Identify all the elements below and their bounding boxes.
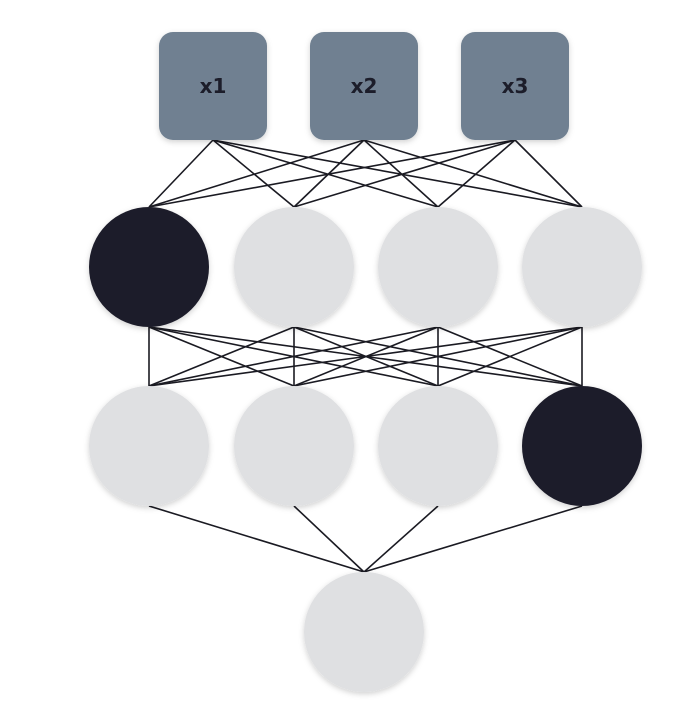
edge-hidden1-to-hidden2: [148, 326, 295, 387]
edge-input-to-hidden1: [363, 139, 583, 208]
edge-input-to-hidden1: [212, 139, 295, 208]
input-label: x1: [200, 74, 227, 98]
edge-hidden2-to-output: [363, 505, 439, 573]
edge-hidden1-to-hidden2: [437, 326, 583, 387]
edge-input-to-hidden1: [148, 139, 516, 208]
input-node-1: x1: [159, 32, 267, 140]
edge-hidden2-to-output: [293, 505, 365, 573]
edge-hidden1-to-hidden2: [148, 326, 583, 387]
input-layer: x1 x2 x3: [159, 32, 569, 140]
edge-input-to-hidden1: [293, 139, 516, 208]
hidden-layer-2-node-4: [522, 386, 642, 506]
input-label: x3: [502, 74, 529, 98]
hidden-layer-2-node-2: [234, 386, 354, 506]
edge-input-to-hidden1: [363, 139, 439, 208]
edge-hidden2-to-output: [363, 505, 583, 573]
edge-hidden1-to-hidden2: [293, 326, 583, 387]
connection-edges: [148, 139, 583, 573]
input-box: [461, 32, 569, 140]
hidden-layer-2-node-3: [378, 386, 498, 506]
hidden-layer-1-node-3: [378, 207, 498, 327]
edge-input-to-hidden1: [212, 139, 583, 208]
hidden-layer-1-node-2: [234, 207, 354, 327]
input-box: [159, 32, 267, 140]
network-nodes: [89, 207, 642, 692]
edge-input-to-hidden1: [148, 139, 214, 208]
edge-hidden1-to-hidden2: [148, 326, 439, 387]
edge-input-to-hidden1: [514, 139, 583, 208]
hidden-layer-2-node-1: [89, 386, 209, 506]
hidden-layer-1-node-4: [522, 207, 642, 327]
edge-input-to-hidden1: [212, 139, 439, 208]
input-box: [310, 32, 418, 140]
edge-input-to-hidden1: [437, 139, 516, 208]
edge-hidden2-to-output: [148, 505, 365, 573]
output-node: [304, 572, 424, 692]
hidden-layer-1-node-1: [89, 207, 209, 327]
input-node-2: x2: [310, 32, 418, 140]
input-node-3: x3: [461, 32, 569, 140]
input-label: x2: [351, 74, 378, 98]
edge-input-to-hidden1: [148, 139, 365, 208]
